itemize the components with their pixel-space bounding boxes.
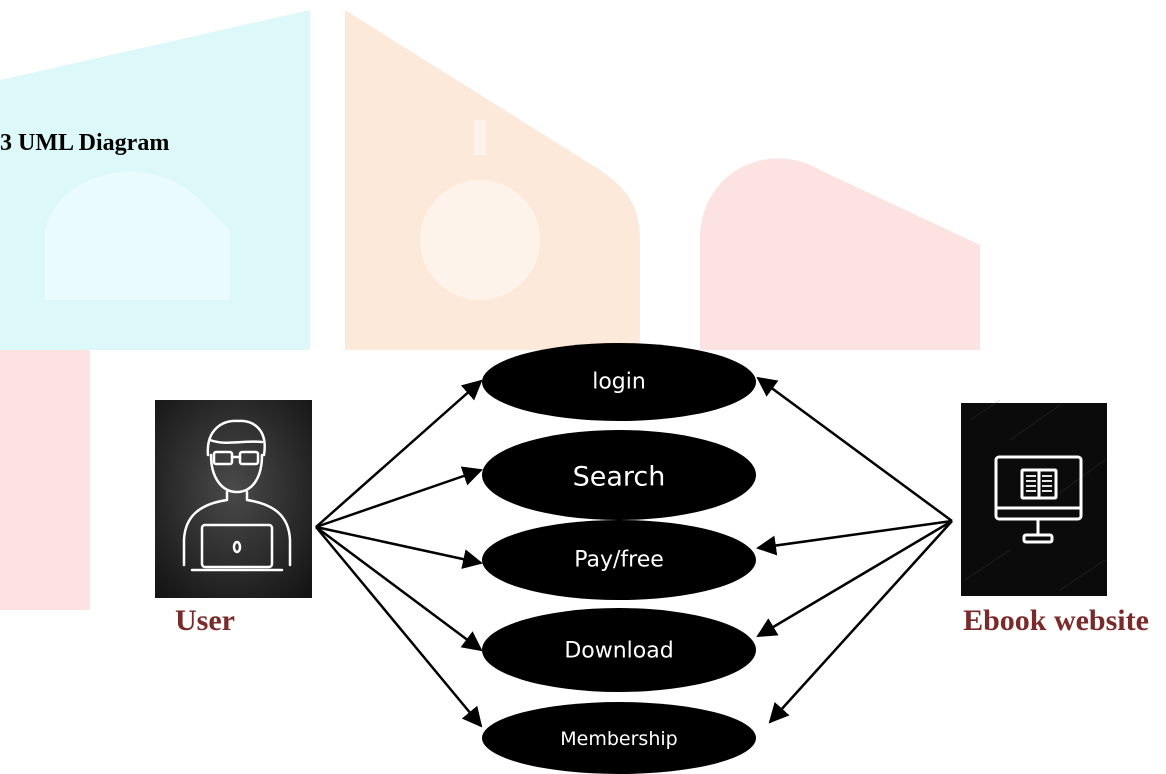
- arrow-user-search: [315, 466, 483, 529]
- arrow-user-membership: [315, 526, 483, 728]
- arrow-ebook-download: [756, 519, 953, 638]
- arrow-ebook-membership: [768, 520, 953, 724]
- use-case-payfree: Pay/free: [482, 520, 756, 600]
- use-case-login: login: [482, 343, 756, 421]
- arrow-ebook-payfree: [756, 519, 953, 556]
- actor-user-label: User: [175, 604, 235, 637]
- use-case-label: Search: [573, 462, 666, 493]
- arrow-user-download: [315, 525, 483, 652]
- arrow-user-payfree: [315, 525, 483, 569]
- section-heading: 3 UML Diagram: [0, 130, 170, 156]
- use-case-label: Pay/free: [574, 548, 664, 573]
- ebook-associations: [756, 376, 953, 724]
- user-associations: [315, 379, 483, 728]
- use-case-label: login: [592, 370, 646, 395]
- use-case-membership: Membership: [482, 702, 756, 774]
- use-case-search: Search: [482, 430, 756, 520]
- actor-ebook-label: Ebook website: [963, 604, 1149, 637]
- use-case-download: Download: [482, 608, 756, 692]
- ebook-monitor-icon: [994, 455, 1083, 544]
- actor-user: User: [155, 400, 312, 637]
- use-case-label: Download: [564, 639, 673, 664]
- actor-ebook-website: Ebook website: [961, 399, 1149, 637]
- use-case-label: Membership: [560, 728, 677, 750]
- user-laptop-icon: [182, 419, 292, 572]
- arrow-user-login: [315, 379, 483, 528]
- arrow-ebook-login: [756, 376, 953, 523]
